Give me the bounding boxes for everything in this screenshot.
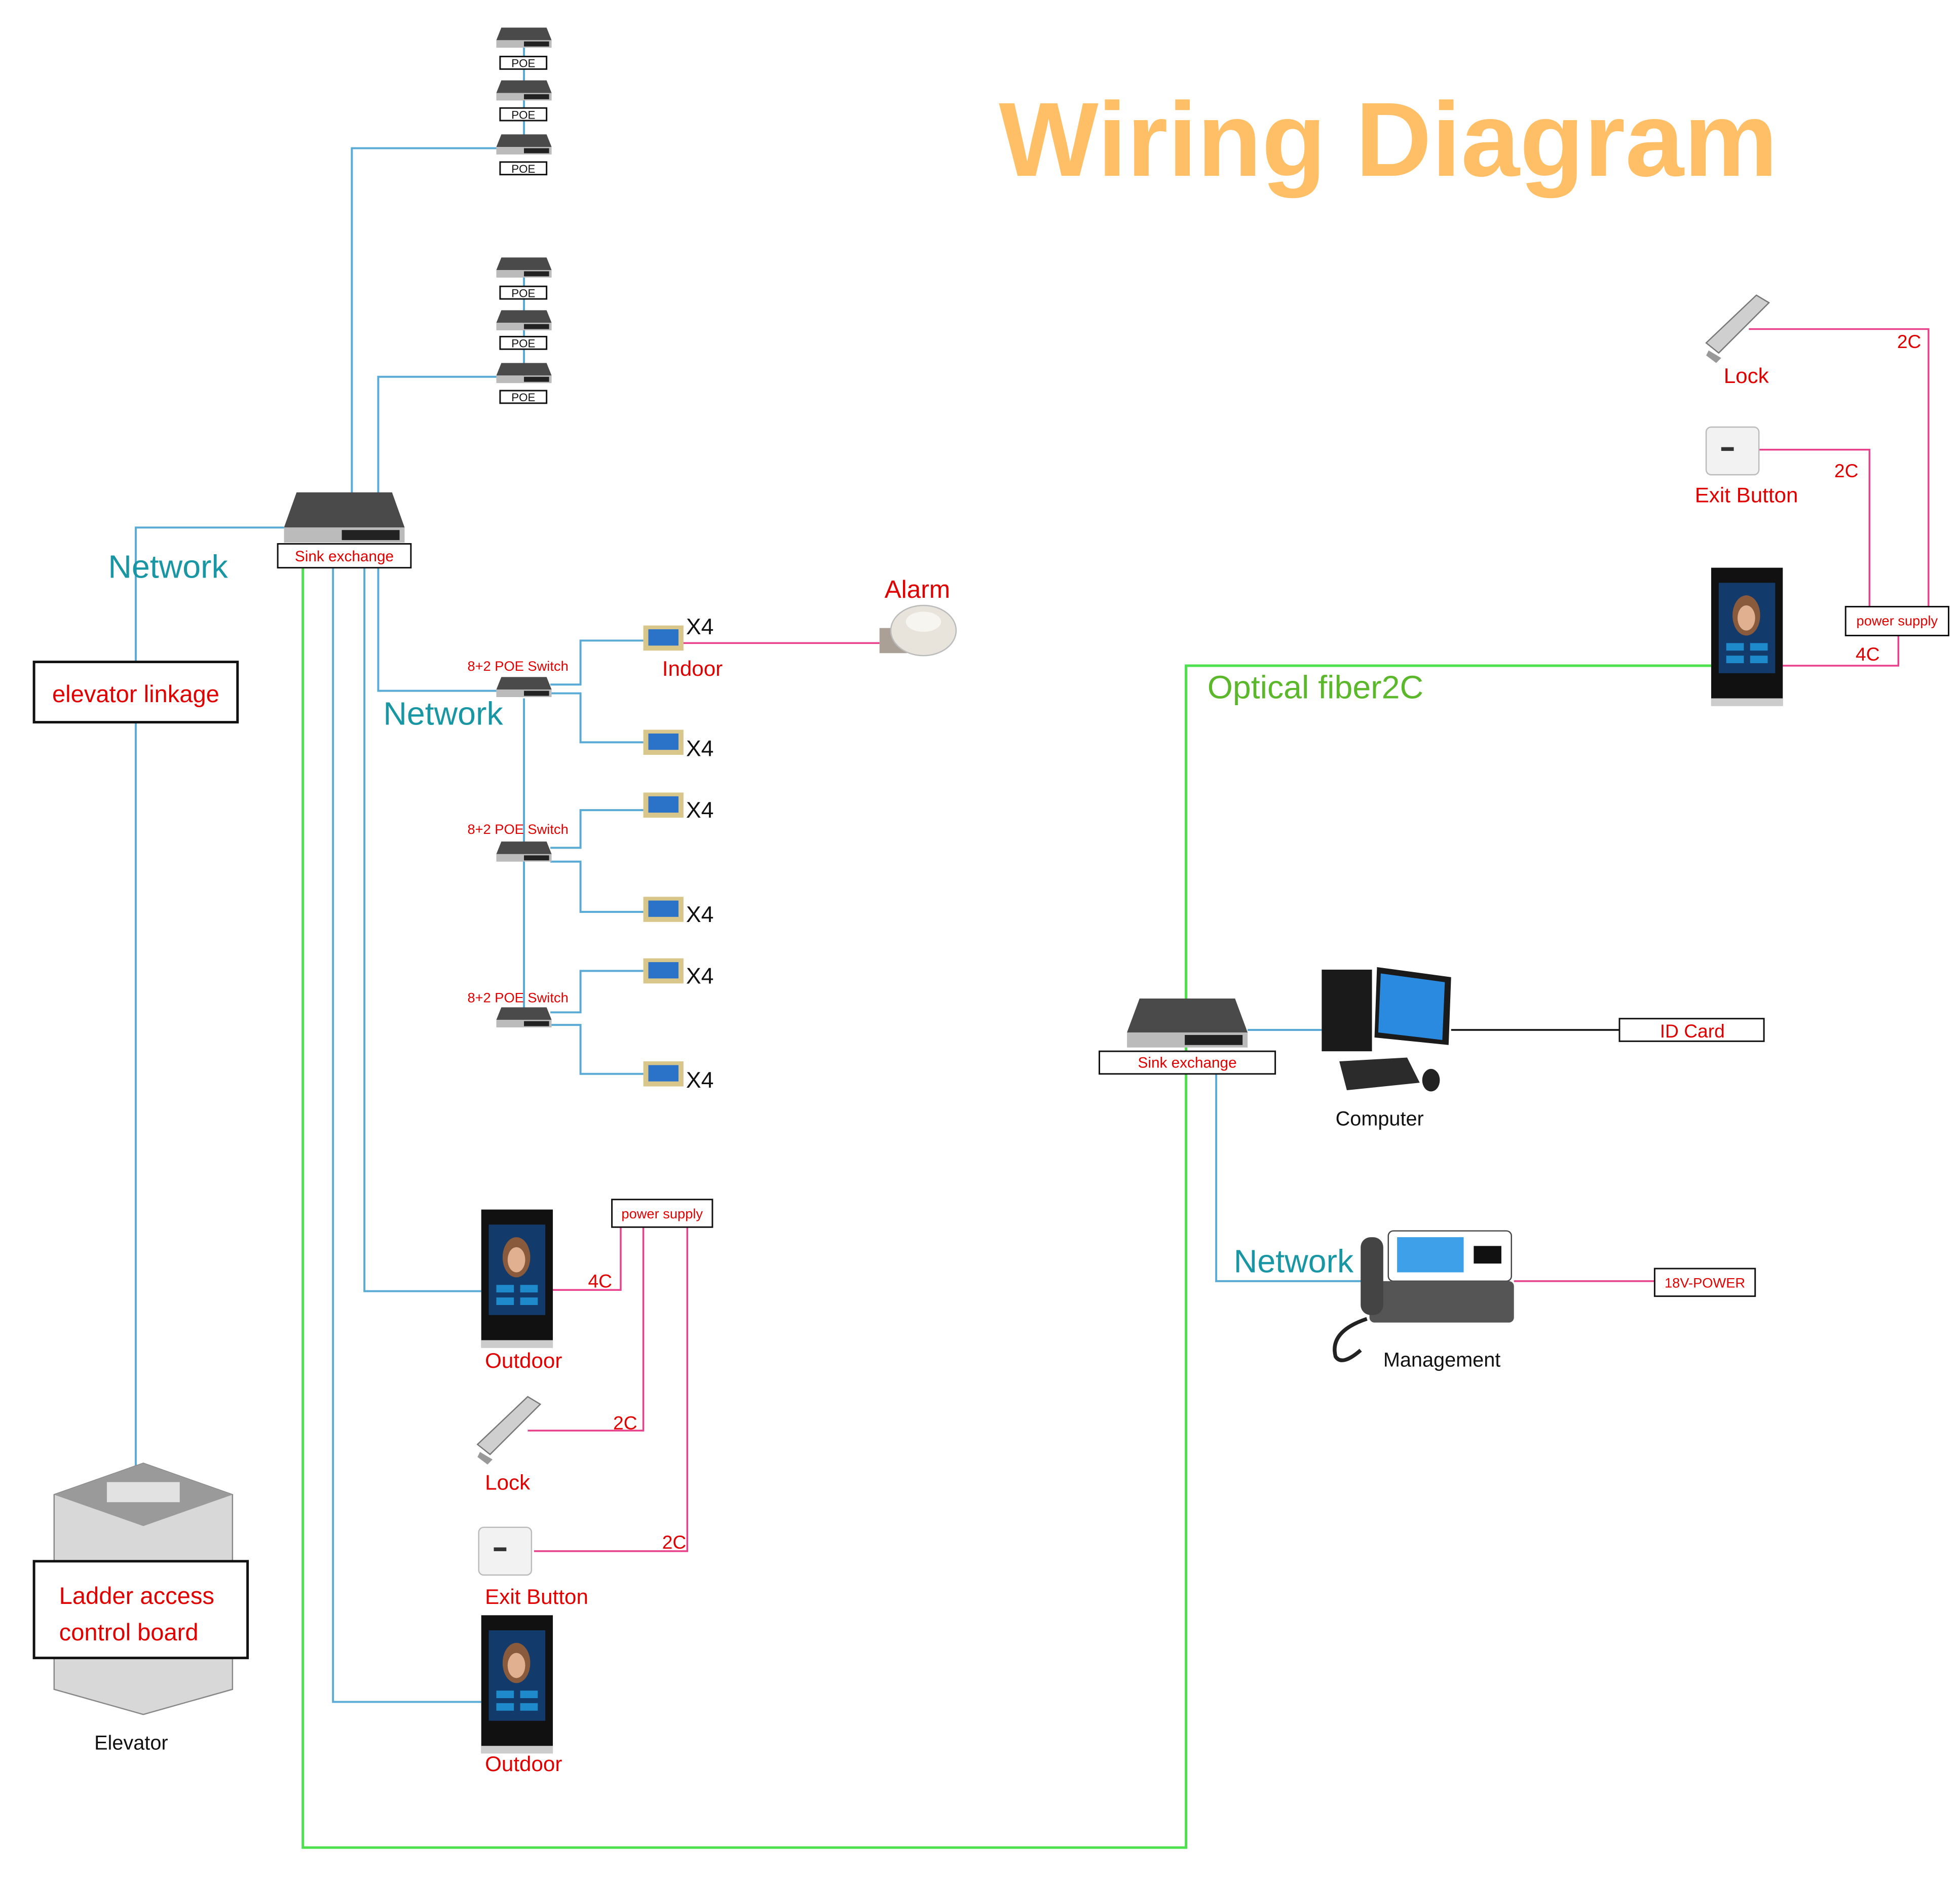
svg-text:X4: X4 xyxy=(686,1068,714,1093)
svg-text:ID Card: ID Card xyxy=(1660,1020,1725,1042)
svg-text:X4: X4 xyxy=(686,615,714,639)
cable-4c-label: 4C xyxy=(588,1270,612,1291)
cable-2c-label: 2C xyxy=(1897,331,1921,352)
svg-text:X4: X4 xyxy=(686,798,714,823)
exit-button-label: Exit Button xyxy=(485,1585,588,1608)
outdoor-station-1 xyxy=(481,1209,553,1348)
power-supply-box: power supply xyxy=(611,1199,713,1228)
cable-4c-label: 4C xyxy=(1856,643,1880,665)
elevator-linkage-box: elevator linkage xyxy=(32,661,239,724)
svg-text:POE: POE xyxy=(511,337,535,350)
poe-switch-3: 8+2 POE Switch xyxy=(467,989,569,1028)
exit-button-label: Exit Button xyxy=(1695,483,1798,507)
id-card-box: ID Card xyxy=(1618,1018,1765,1042)
cable-2c-label: 2C xyxy=(613,1412,637,1433)
svg-text:8+2 POE Switch: 8+2 POE Switch xyxy=(467,658,568,674)
svg-text:power supply: power supply xyxy=(1857,613,1938,629)
svg-text:Ladder access: Ladder access xyxy=(59,1582,214,1609)
power-supply-box-right: power supply xyxy=(1844,606,1950,637)
sink-exchange-main: Sink exchange xyxy=(277,492,412,569)
outdoor-station-2 xyxy=(481,1615,553,1754)
poe-switch-1: 8+2 POE Switch xyxy=(467,658,569,697)
exit-button-device-right xyxy=(1705,426,1760,476)
svg-text:X4: X4 xyxy=(686,902,714,927)
outdoor-label: Outdoor xyxy=(485,1752,562,1776)
diagram-title: Wiring Diagram xyxy=(999,81,1778,199)
svg-text:POE: POE xyxy=(511,163,535,175)
alarm-detector xyxy=(879,604,957,657)
power-lines xyxy=(527,328,1930,1552)
svg-text:Sink exchange: Sink exchange xyxy=(1138,1054,1236,1071)
poe-stack-top: POE POE POE xyxy=(496,27,552,176)
poe-switch-2: 8+2 POE Switch xyxy=(467,821,569,862)
network-lines xyxy=(134,45,1364,1703)
computer-icon xyxy=(1322,967,1451,1092)
svg-text:8+2 POE Switch: 8+2 POE Switch xyxy=(467,989,568,1005)
management-phone-icon xyxy=(1333,1230,1514,1362)
svg-text:power supply: power supply xyxy=(621,1206,703,1221)
indoor-label: Indoor xyxy=(662,657,723,680)
lock-label: Lock xyxy=(485,1470,531,1494)
ladder-access-control-box: Ladder access control board xyxy=(32,1560,249,1660)
svg-text:18V-POWER: 18V-POWER xyxy=(1665,1275,1745,1290)
computer-label: Computer xyxy=(1336,1107,1424,1130)
svg-text:POE: POE xyxy=(511,391,535,404)
svg-text:POE: POE xyxy=(511,108,535,121)
elevator-label: Elevator xyxy=(94,1732,168,1754)
fiber-lines xyxy=(301,567,1711,1849)
exit-button-device xyxy=(478,1526,533,1576)
optical-fiber-label: Optical fiber2C xyxy=(1208,669,1423,705)
network-label: Network xyxy=(108,548,228,585)
svg-text:control board: control board xyxy=(59,1619,199,1645)
svg-text:POE: POE xyxy=(511,57,535,70)
indoor-monitors: X4 X4 X4 X4 X4 X4 xyxy=(643,615,714,1093)
network-label: Network xyxy=(383,696,503,732)
poe-stack-middle: POE POE POE xyxy=(496,257,552,404)
svg-text:X4: X4 xyxy=(686,964,714,988)
power-18v-box: 18V-POWER xyxy=(1653,1268,1756,1297)
management-label: Management xyxy=(1383,1349,1500,1371)
outdoor-station-3 xyxy=(1711,567,1783,706)
alarm-label: Alarm xyxy=(885,575,950,603)
svg-text:elevator linkage: elevator linkage xyxy=(52,680,219,707)
sink-exchange-management: Sink exchange xyxy=(1099,999,1276,1075)
outdoor-label: Outdoor xyxy=(485,1349,562,1372)
network-label: Network xyxy=(1234,1243,1354,1280)
svg-text:Sink exchange: Sink exchange xyxy=(295,548,394,565)
svg-text:8+2 POE Switch: 8+2 POE Switch xyxy=(467,821,568,837)
svg-text:POE: POE xyxy=(511,287,535,299)
cable-2c-label: 2C xyxy=(1834,460,1859,481)
lock-label: Lock xyxy=(1724,364,1769,388)
cable-2c-label: 2C xyxy=(662,1531,687,1553)
svg-text:X4: X4 xyxy=(686,737,714,761)
